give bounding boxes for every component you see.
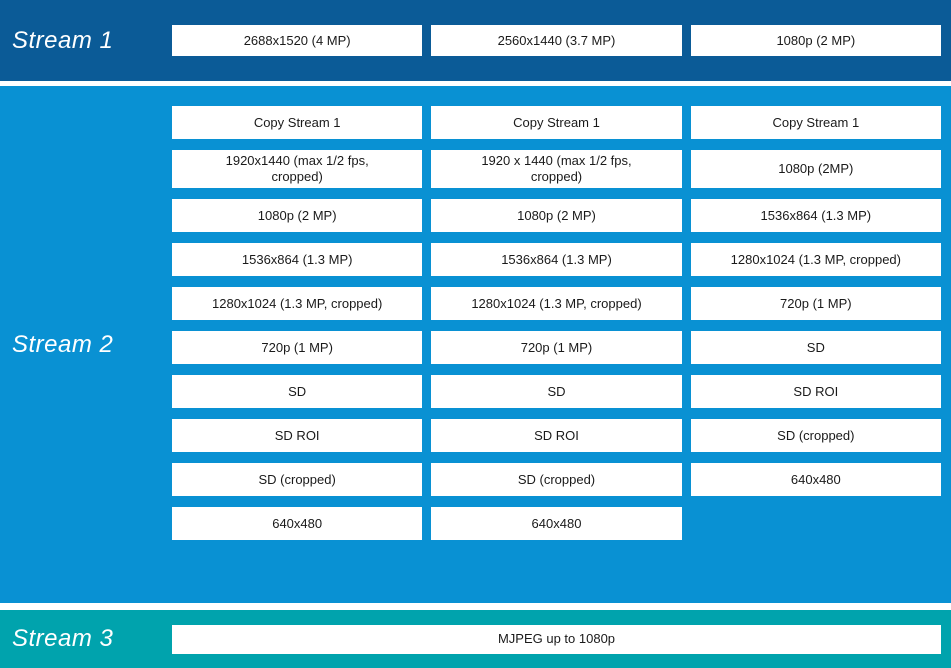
band-divider bbox=[0, 603, 951, 610]
stream2-row: 1080p (2 MP) 1080p (2 MP) 1536x864 (1.3 … bbox=[172, 199, 941, 232]
stream2-option: Copy Stream 1 bbox=[172, 106, 423, 139]
stream2-row: 1920x1440 (max 1/2 fps, cropped) 1920 x … bbox=[172, 150, 941, 188]
stream2-option: 1536x864 (1.3 MP) bbox=[690, 199, 941, 232]
stream3-band: Stream 3 MJPEG up to 1080p bbox=[0, 610, 951, 668]
stream2-option: 1920x1440 (max 1/2 fps, cropped) bbox=[172, 150, 423, 188]
stream1-option: 2560x1440 (3.7 MP) bbox=[431, 25, 682, 56]
stream2-option: 720p (1 MP) bbox=[431, 331, 682, 364]
stream1-label: Stream 1 bbox=[12, 26, 114, 54]
stream1-option: 2688x1520 (4 MP) bbox=[172, 25, 423, 56]
stream2-option: SD (cropped) bbox=[431, 463, 682, 496]
stream2-row: SD ROI SD ROI SD (cropped) bbox=[172, 419, 941, 452]
stream2-option: 1280x1024 (1.3 MP, cropped) bbox=[172, 287, 423, 320]
stream2-band: Stream 2 Copy Stream 1 Copy Stream 1 Cop… bbox=[0, 86, 951, 603]
stream3-options-row: MJPEG up to 1080p bbox=[172, 624, 941, 654]
stream3-option: MJPEG up to 1080p bbox=[172, 624, 941, 654]
stream2-option: 1080p (2 MP) bbox=[172, 199, 423, 232]
stream2-option: SD ROI bbox=[431, 419, 682, 452]
stream1-options-row: 2688x1520 (4 MP) 2560x1440 (3.7 MP) 1080… bbox=[172, 25, 941, 56]
stream2-option: SD bbox=[431, 375, 682, 408]
stream2-row: SD (cropped) SD (cropped) 640x480 bbox=[172, 463, 941, 496]
stream2-option: Copy Stream 1 bbox=[690, 106, 941, 139]
stream2-option: SD ROI bbox=[690, 375, 941, 408]
stream2-row: 640x480 640x480 bbox=[172, 507, 941, 540]
stream2-option: 640x480 bbox=[172, 507, 423, 540]
stream2-row: 1536x864 (1.3 MP) 1536x864 (1.3 MP) 1280… bbox=[172, 243, 941, 276]
stream2-option: 640x480 bbox=[431, 507, 682, 540]
stream2-option: 640x480 bbox=[690, 463, 941, 496]
stream2-option: 720p (1 MP) bbox=[172, 331, 423, 364]
stream1-band: Stream 1 2688x1520 (4 MP) 2560x1440 (3.7… bbox=[0, 0, 951, 81]
stream3-label-column: Stream 3 bbox=[0, 625, 172, 653]
stream1-label-column: Stream 1 bbox=[0, 27, 172, 55]
stream2-option: 1280x1024 (1.3 MP, cropped) bbox=[431, 287, 682, 320]
stream2-options-grid: Copy Stream 1 Copy Stream 1 Copy Stream … bbox=[172, 106, 941, 540]
band-divider bbox=[0, 81, 951, 86]
stream2-option: SD bbox=[690, 331, 941, 364]
stream2-label: Stream 2 bbox=[12, 330, 114, 358]
stream3-label: Stream 3 bbox=[12, 625, 114, 652]
empty-cell bbox=[691, 507, 941, 540]
stream2-option: Copy Stream 1 bbox=[431, 106, 682, 139]
stream2-row: 1280x1024 (1.3 MP, cropped) 1280x1024 (1… bbox=[172, 287, 941, 320]
stream2-option: 1920 x 1440 (max 1/2 fps, cropped) bbox=[431, 150, 682, 188]
stream2-option: 1080p (2MP) bbox=[690, 150, 941, 188]
stream2-option: 1080p (2 MP) bbox=[431, 199, 682, 232]
stream2-option: 1280x1024 (1.3 MP, cropped) bbox=[690, 243, 941, 276]
stream2-option: 1536x864 (1.3 MP) bbox=[172, 243, 423, 276]
stream2-option: SD (cropped) bbox=[690, 419, 941, 452]
stream2-option: SD (cropped) bbox=[172, 463, 423, 496]
stream2-option: 1536x864 (1.3 MP) bbox=[431, 243, 682, 276]
stream2-option: SD ROI bbox=[172, 419, 423, 452]
stream2-row: Copy Stream 1 Copy Stream 1 Copy Stream … bbox=[172, 106, 941, 139]
stream2-row: 720p (1 MP) 720p (1 MP) SD bbox=[172, 331, 941, 364]
stream2-option: SD bbox=[172, 375, 423, 408]
stream2-row: SD SD SD ROI bbox=[172, 375, 941, 408]
stream1-option: 1080p (2 MP) bbox=[690, 25, 941, 56]
stream2-option: 720p (1 MP) bbox=[690, 287, 941, 320]
